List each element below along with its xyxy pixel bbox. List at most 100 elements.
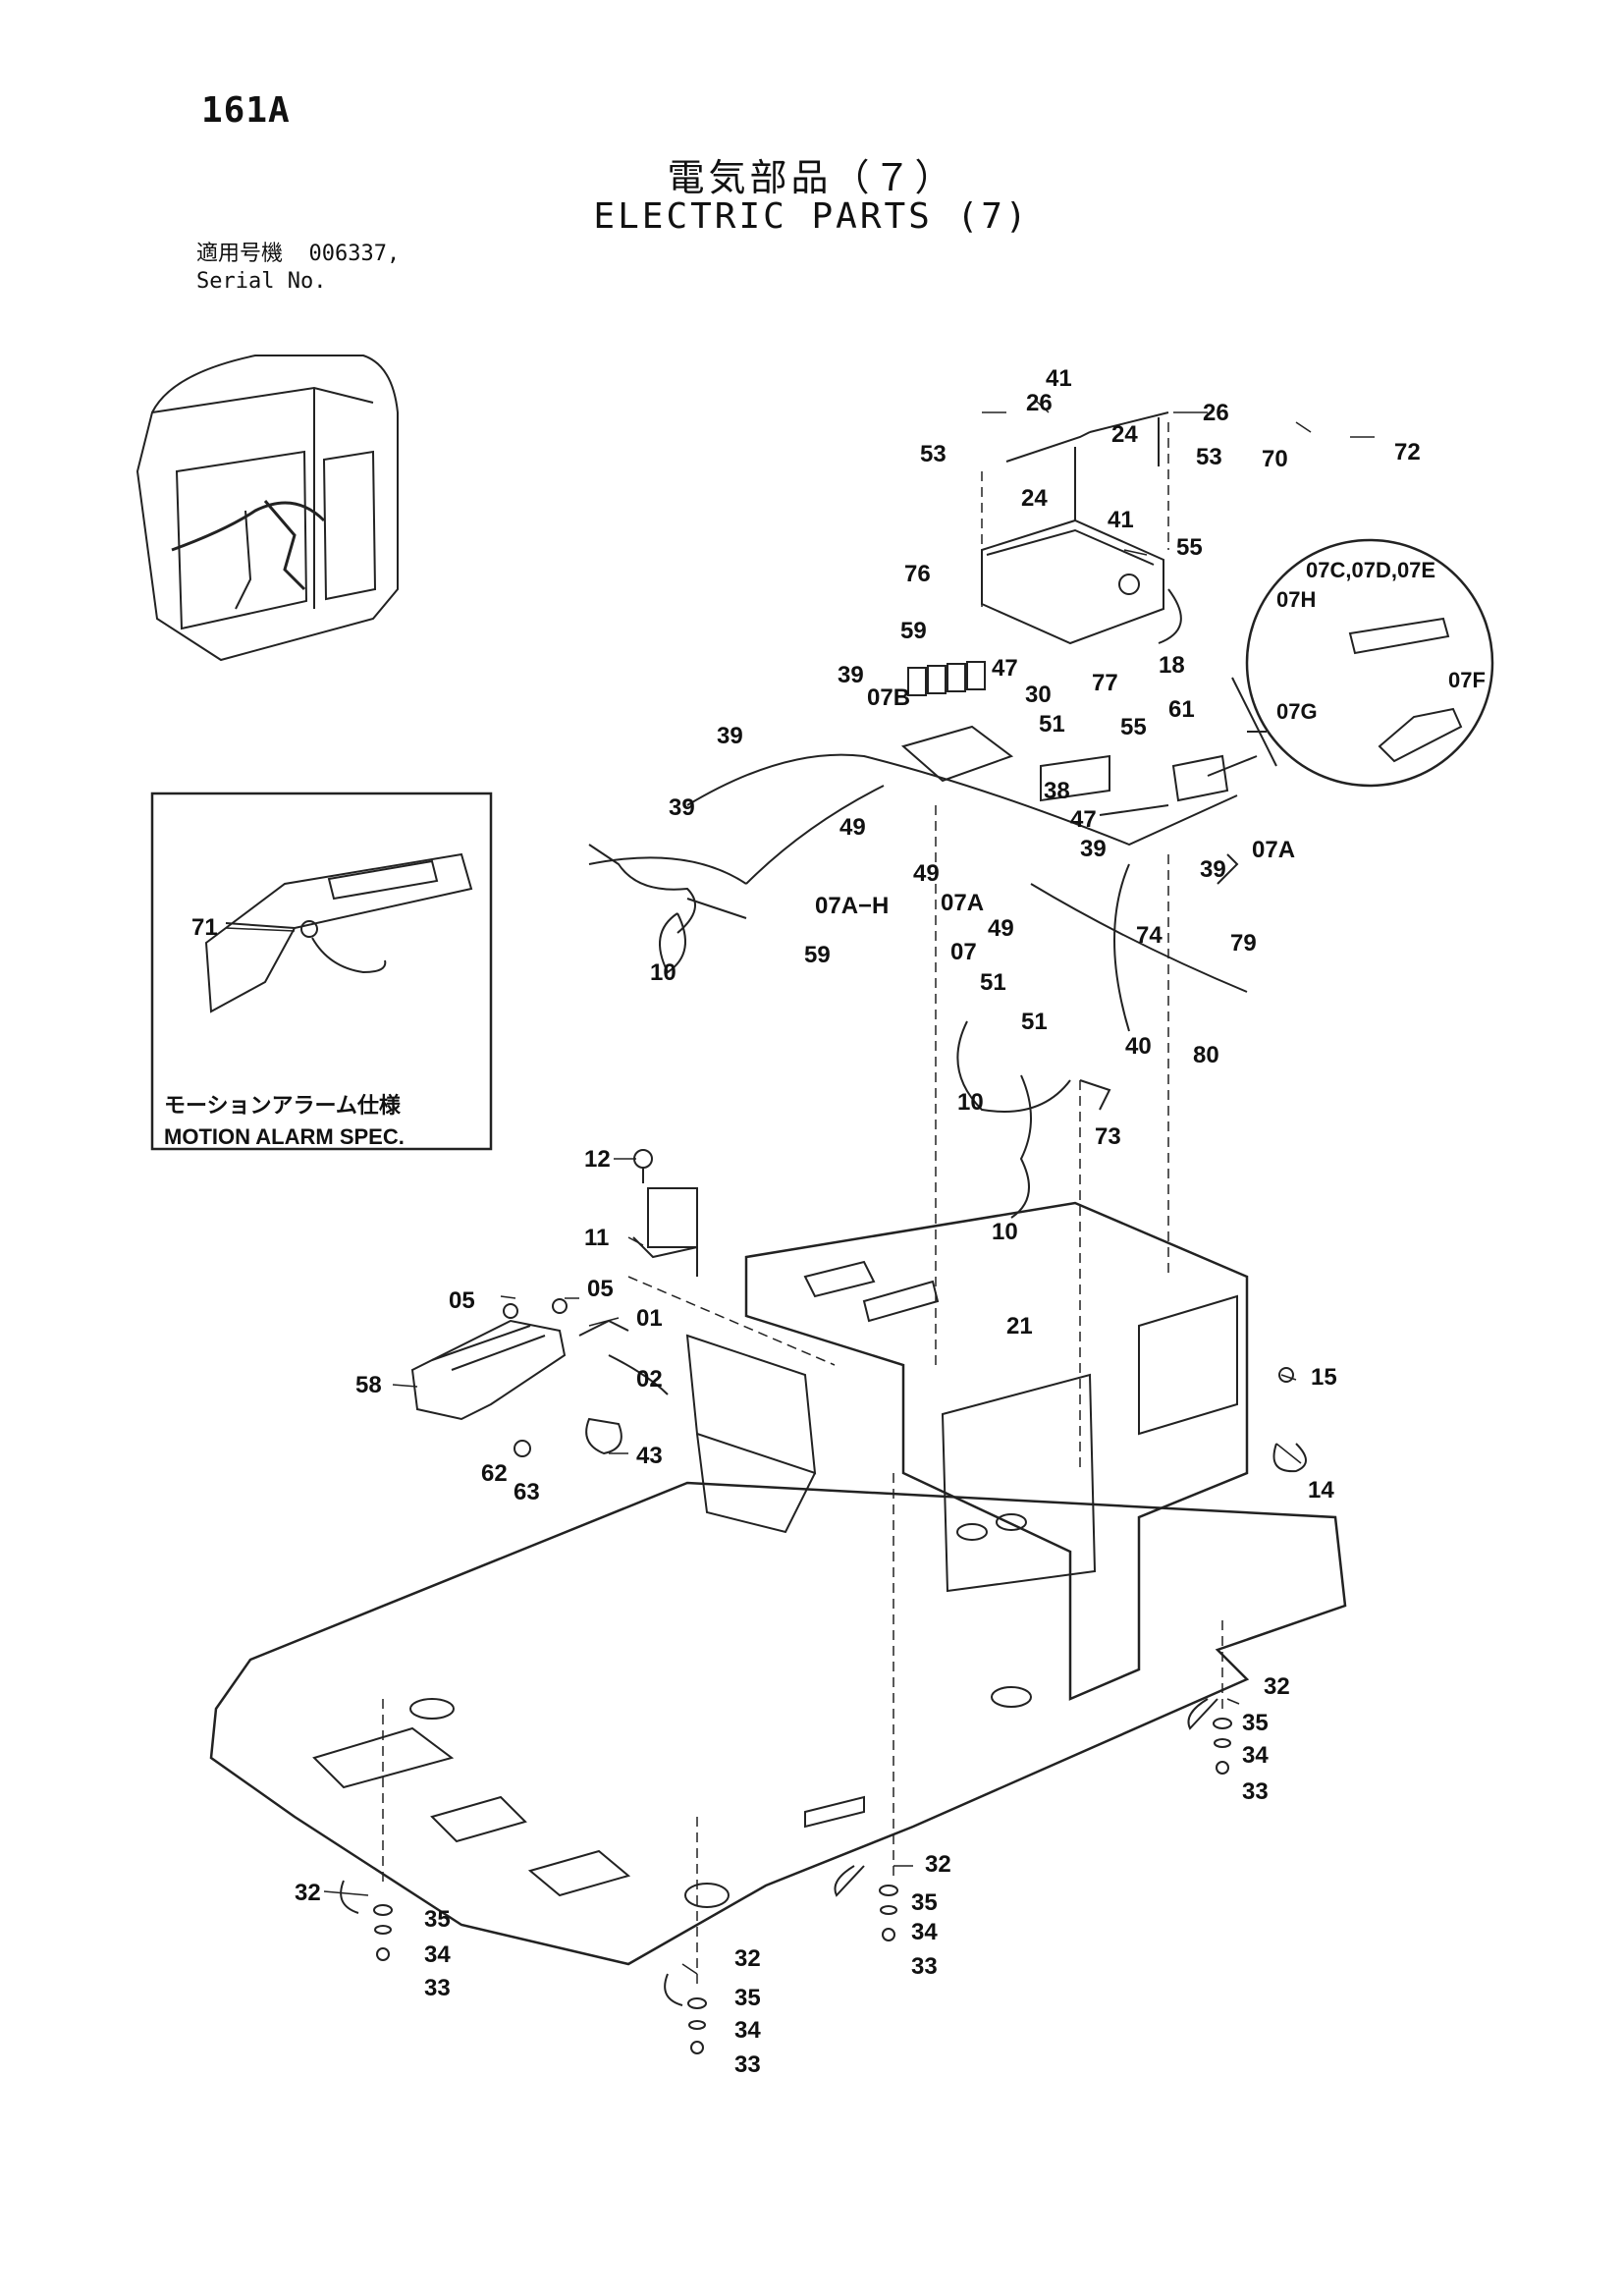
callout-47: 47: [992, 655, 1018, 682]
callout-labels: 26 41 26 24 53 53 72 70 24 41 55 76 18 0…: [164, 365, 1486, 2078]
callout-61: 61: [1168, 696, 1195, 723]
callout-40: 40: [1125, 1033, 1152, 1060]
callout-35: 35: [734, 1985, 761, 2011]
callout-32: 32: [295, 1880, 321, 1906]
callout-55: 55: [1176, 534, 1203, 561]
callout-51: 51: [980, 969, 1006, 996]
callout-34: 34: [424, 1941, 451, 1968]
callout-39: 39: [717, 723, 743, 749]
cab-overview-sketch: [135, 355, 399, 662]
callout-47: 47: [1070, 806, 1097, 833]
callout-51: 51: [1021, 1009, 1048, 1035]
cab-floor-plate: [209, 1481, 1347, 1966]
callout-39: 39: [838, 662, 864, 688]
callout-01: 01: [636, 1305, 663, 1332]
callout-58: 58: [355, 1372, 382, 1398]
motion-alarm-label-japanese: モーションアラーム仕様: [164, 1093, 402, 1118]
callout-11: 11: [584, 1225, 609, 1251]
callout-14: 14: [1308, 1477, 1334, 1503]
connector-detail-circle: [1231, 538, 1494, 788]
callout-18: 18: [1159, 652, 1185, 679]
serial-value: 006337,: [308, 242, 401, 266]
callout-49: 49: [988, 915, 1014, 942]
callout-leaders: [225, 400, 1375, 1975]
callout-41: 41: [1108, 507, 1134, 533]
callout-07c-07d-07e: 07C,07D,07E: [1306, 558, 1435, 582]
callout-72: 72: [1394, 439, 1421, 465]
callout-02: 02: [636, 1366, 663, 1393]
callout-79: 79: [1230, 930, 1257, 957]
callout-77: 77: [1092, 670, 1118, 696]
controller-assembly: [981, 411, 1182, 645]
callout-33: 33: [1242, 1778, 1269, 1805]
callout-80: 80: [1193, 1042, 1219, 1068]
callout-55: 55: [1120, 714, 1147, 740]
callout-39: 39: [1200, 856, 1226, 883]
callout-07a-h: 07A−H: [815, 893, 889, 919]
callout-35: 35: [1242, 1710, 1269, 1736]
serial-label-english: Serial No.: [196, 269, 327, 294]
callout-32: 32: [1264, 1673, 1290, 1700]
callout-26: 26: [1026, 390, 1053, 416]
motion-alarm-label-english: MOTION ALARM SPEC.: [164, 1124, 405, 1149]
callout-30: 30: [1025, 682, 1052, 708]
relay-harness-cluster: [588, 661, 1258, 1032]
callout-33: 33: [424, 1975, 451, 2001]
callout-32: 32: [734, 1945, 761, 1972]
callout-49: 49: [839, 814, 866, 841]
callout-34: 34: [1242, 1742, 1269, 1769]
switch-panel-assembly: [410, 1149, 1307, 1473]
serial-number-block: 適用号機 006337, Serial No.: [196, 241, 400, 296]
callout-07: 07: [950, 939, 977, 965]
callout-21: 21: [1006, 1313, 1033, 1339]
callout-24: 24: [1111, 421, 1138, 448]
callout-15: 15: [1311, 1364, 1337, 1391]
motion-alarm-inset: [150, 792, 493, 1151]
callout-59: 59: [804, 942, 831, 968]
callout-43: 43: [636, 1443, 663, 1469]
callout-07a: 07A: [941, 890, 984, 916]
callout-33: 33: [734, 2051, 761, 2078]
callout-33: 33: [911, 1953, 938, 1980]
callout-38: 38: [1044, 778, 1070, 804]
callout-49: 49: [913, 860, 940, 887]
callout-05: 05: [587, 1276, 614, 1302]
callout-10: 10: [650, 959, 676, 986]
callout-62: 62: [481, 1460, 508, 1487]
page-number: 161A: [201, 90, 291, 131]
callout-41: 41: [1046, 365, 1072, 392]
serial-label-japanese: 適用号機: [196, 242, 284, 266]
callout-26: 26: [1203, 400, 1229, 426]
callout-05: 05: [449, 1287, 475, 1314]
wire-harness-lower: [956, 1020, 1111, 1219]
callout-34: 34: [911, 1919, 938, 1945]
callout-24: 24: [1021, 485, 1048, 512]
callout-74: 74: [1136, 922, 1163, 949]
callout-34: 34: [734, 2017, 761, 2044]
ground-strap-hardware: [340, 1698, 1232, 2054]
callout-32: 32: [925, 1851, 951, 1878]
callout-07f: 07F: [1448, 668, 1486, 692]
callout-10: 10: [992, 1219, 1018, 1245]
console-base-frame: [685, 1201, 1249, 1701]
callout-73: 73: [1095, 1123, 1121, 1150]
callout-35: 35: [911, 1889, 938, 1916]
callout-39: 39: [669, 794, 695, 821]
callout-51: 51: [1039, 711, 1065, 738]
callout-12: 12: [584, 1146, 611, 1173]
callout-07h: 07H: [1276, 587, 1316, 612]
wire-harness-left: [588, 844, 747, 974]
callout-53: 53: [1196, 444, 1222, 470]
callout-76: 76: [904, 561, 931, 587]
callout-59: 59: [900, 618, 927, 644]
page-title-english: ELECTRIC PARTS (7): [593, 196, 1030, 237]
callout-53: 53: [920, 441, 947, 467]
callout-63: 63: [514, 1479, 540, 1505]
callout-07g: 07G: [1276, 699, 1318, 724]
callout-07b: 07B: [867, 684, 910, 711]
callout-07a: 07A: [1252, 837, 1295, 863]
assembly-axis-lines: [382, 422, 1223, 1984]
page-title-japanese: 電気部品（７）: [667, 156, 956, 199]
callout-10: 10: [957, 1089, 984, 1116]
